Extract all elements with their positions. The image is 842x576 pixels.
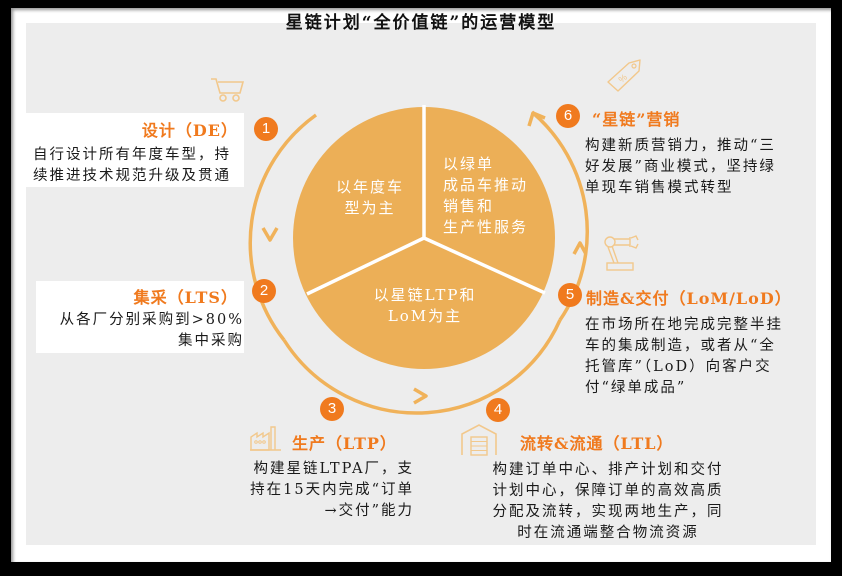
arrow-right-icon xyxy=(413,387,428,405)
desc-line: 集中采购 xyxy=(178,333,244,349)
step-5-badge: 5 xyxy=(558,283,582,307)
desc-line: 从各厂分别采购到>80% xyxy=(59,312,244,328)
step-3-title: 生产（LTP） xyxy=(292,434,397,453)
step-1-description: 自行设计所有年度车型，持 续推进技术规范升级及贯通 xyxy=(33,145,248,187)
desc-line: 持在15天内完成“订单 xyxy=(250,482,414,498)
step-6-description: 构建新质营销力，推动“三 好发展”商业模式，坚持绿 单现车销售模式转型 xyxy=(585,136,815,199)
cycle-arc-left xyxy=(248,113,318,342)
desc-line: 自行设计所有年度车型，持 xyxy=(33,147,231,163)
robot-arm-icon xyxy=(604,235,639,271)
desc-line: 单现车销售模式转型 xyxy=(585,180,734,196)
warehouse-icon xyxy=(461,424,497,456)
arrow-up-icon xyxy=(572,241,588,255)
arrow-down-icon xyxy=(261,227,279,242)
step-6-badge: 6 xyxy=(556,104,580,128)
diagram-title: 星链计划“全价值链”的运营模型 xyxy=(285,13,557,33)
shopping-cart-icon xyxy=(211,78,245,102)
step-6-title: “星链”营销 xyxy=(592,110,681,129)
pie-divider-right xyxy=(423,236,546,295)
step-1-title: 设计（DE） xyxy=(141,121,238,140)
desc-line: 车的集成制造，或者从“全 xyxy=(585,338,776,354)
desc-line: 在市场所在地完成完整半挂 xyxy=(585,317,783,333)
desc-line: 时在流通端整合物流资源 xyxy=(517,525,699,541)
desc-line: 分配及流转，实现两地生产，同 xyxy=(492,504,724,520)
step-3-badge: 3 xyxy=(320,397,344,421)
pie-label-line: 生产性服务 xyxy=(443,218,529,236)
step-3-description: 构建星链LTPA厂，支 持在15天内完成“订单 →交付”能力 xyxy=(224,459,414,522)
pie-segment-label-production: 以星链LTP和 LoM为主 xyxy=(360,285,490,327)
desc-line: 付“绿单成品” xyxy=(585,380,687,396)
step-1-box xyxy=(26,113,244,187)
step-1-badge: 1 xyxy=(254,117,278,141)
desc-line: 续推进技术规范升级及贯通 xyxy=(33,168,231,184)
pie-label-line: 以绿单 xyxy=(443,155,495,173)
step-5-description: 在市场所在地完成完整半挂 车的集成制造，或者从“全 托管库”（LoD）向客户交 … xyxy=(585,315,815,399)
pie-segment-label-design: 以年度车 型为主 xyxy=(325,177,415,219)
pie-label-line: LoM为主 xyxy=(387,307,463,325)
cycle-arc-bottom xyxy=(282,319,562,415)
price-tag-icon: % xyxy=(607,59,641,92)
factory-icon xyxy=(250,426,281,451)
step-4-badge: 4 xyxy=(486,398,510,422)
desc-line: 托管库”（LoD）向客户交 xyxy=(585,359,772,375)
desc-line: 构建星链LTPA厂，支 xyxy=(253,461,414,477)
step-2-badge: 2 xyxy=(252,279,276,303)
pie-label-line: 以星链LTP和 xyxy=(373,286,477,304)
step-2-title: 集采（LTS） xyxy=(133,288,238,307)
pie-label-line: 成品车推动 xyxy=(443,176,529,194)
desc-line: →交付”能力 xyxy=(324,503,414,519)
pie-label-line: 以年度车 xyxy=(335,178,404,196)
desc-line: 好发展”商业模式，坚持绿 xyxy=(585,159,776,175)
arrow-up-end-icon xyxy=(527,111,546,127)
pie-label-line: 销售和 xyxy=(443,197,495,215)
step-4-description: 构建订单中心、排产计划和交付 计划中心，保障订单的高效高质 分配及流转，实现两地… xyxy=(478,460,738,544)
step-5-title: 制造&交付（LoM/LoD） xyxy=(586,289,792,308)
pie-divider-left xyxy=(306,236,425,296)
step-2-description: 从各厂分别采购到>80% 集中采购 xyxy=(40,310,244,352)
pie-label-line: 型为主 xyxy=(344,199,396,217)
step-4-title: 流转&流通（LTL） xyxy=(520,434,674,453)
desc-line: 计划中心，保障订单的高效高质 xyxy=(492,483,724,499)
step-2-box xyxy=(36,281,244,353)
desc-line: 构建订单中心、排产计划和交付 xyxy=(492,462,724,478)
pie-segment-label-sales: 以绿单 成品车推动 销售和 生产性服务 xyxy=(443,154,553,238)
desc-line: 构建新质营销力，推动“三 xyxy=(585,138,776,154)
